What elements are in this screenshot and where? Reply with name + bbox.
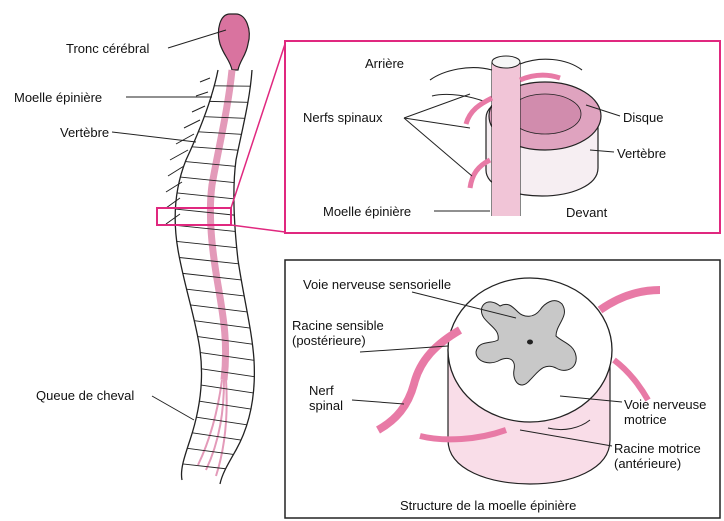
label-motor-pathway-line2: motrice <box>624 412 706 427</box>
vertebra-divider <box>177 241 237 247</box>
label-motor-pathway-line1: Voie nerveuse <box>624 397 706 412</box>
label-spinal-nerve-line2: spinal <box>309 398 343 413</box>
label-motor-root-line1: Racine motrice <box>614 441 701 456</box>
label-motor-root-line2: (antérieure) <box>614 456 701 471</box>
label-vertebra: Vertèbre <box>60 125 109 140</box>
label-sensory-root: Racine sensible (postérieure) <box>292 318 384 348</box>
vertebra-divider <box>183 273 241 280</box>
label-spinal-cord-detail: Moelle épinière <box>323 204 411 219</box>
vertebra-divider <box>187 448 233 454</box>
label-cauda-equina: Queue de cheval <box>36 388 134 403</box>
vertebra-divider <box>192 147 238 150</box>
label-spinal-nerve-line1: Nerf <box>309 383 343 398</box>
vertebra-divider <box>177 193 234 199</box>
label-motor-root: Racine motrice (antérieure) <box>614 441 701 471</box>
diagram-caption: Structure de la moelle épinière <box>400 498 576 513</box>
spine-illustration <box>157 14 285 484</box>
brainstem-shape <box>218 14 249 70</box>
spinous-processes <box>166 78 210 224</box>
label-motor-pathway: Voie nerveuse motrice <box>624 397 706 427</box>
label-front: Devant <box>566 205 607 220</box>
label-spinal-nerves: Nerfs spinaux <box>303 110 382 125</box>
connector-line-bottom <box>231 225 285 232</box>
label-spinal-cord: Moelle épinière <box>14 90 102 105</box>
vertebra-divider <box>175 209 234 215</box>
label-brainstem: Tronc cérébral <box>66 41 149 56</box>
label-spinal-nerve: Nerf spinal <box>309 383 343 413</box>
label-disc: Disque <box>623 110 663 125</box>
vertebra-divider <box>175 225 235 231</box>
label-sensory-root-line2: (postérieure) <box>292 333 384 348</box>
vertebra-divider <box>179 257 238 263</box>
label-back: Arrière <box>365 56 404 71</box>
label-vertebra-detail: Vertèbre <box>617 146 666 161</box>
vertebra-divider <box>210 101 248 102</box>
label-sensory-root-line1: Racine sensible <box>292 318 384 333</box>
vertebra-segments <box>175 86 254 469</box>
label-sensory-pathway: Voie nerveuse sensorielle <box>303 277 451 292</box>
cauda-equina-strands <box>198 380 227 476</box>
vertebra-divider <box>199 401 251 409</box>
connector-line-top <box>231 44 285 208</box>
vertebra-detail-illustration <box>430 56 601 216</box>
vertebra-divider <box>180 177 234 183</box>
vertebra-divider <box>185 162 235 167</box>
